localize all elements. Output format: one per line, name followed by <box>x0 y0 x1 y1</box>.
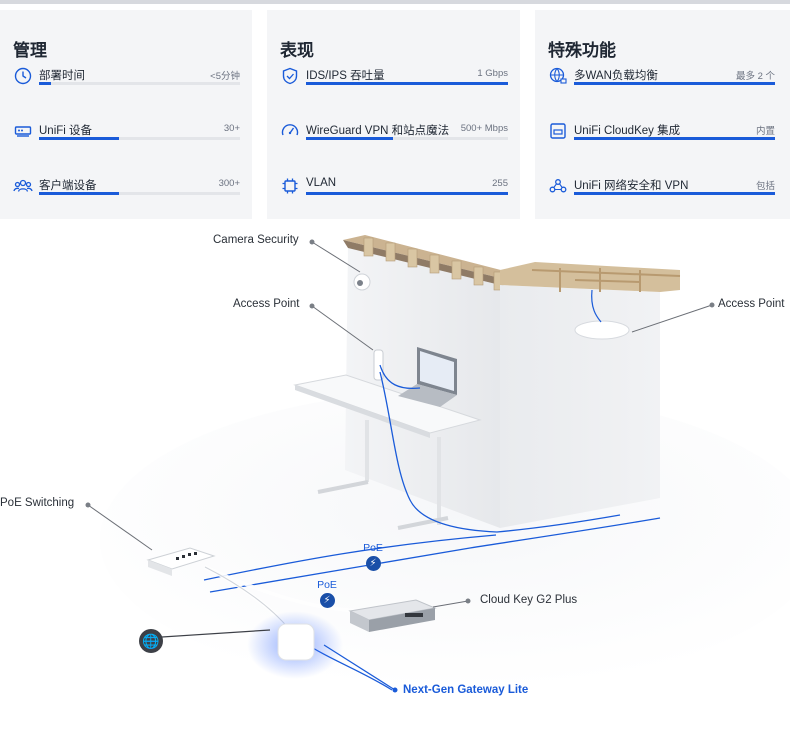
globe-network-icon <box>549 67 567 84</box>
spec-value: 内置 <box>755 126 775 137</box>
desk <box>293 374 482 530</box>
spec-bar <box>574 137 775 140</box>
spec-row: 客户端设备 300+ <box>13 176 240 202</box>
cloudkey-icon <box>550 123 566 139</box>
spec-label: 部署时间 <box>39 70 85 82</box>
label-camera-security: Camera Security <box>213 234 299 246</box>
spec-row: WireGuard VPN 和站点魔法 500+ Mbps <box>280 121 508 147</box>
label-access-point-left: Access Point <box>233 298 300 310</box>
spec-label: IDS/IPS 吞吐量 <box>306 70 385 82</box>
spec-row: VLAN 255 <box>280 176 508 202</box>
spec-bar <box>39 192 240 195</box>
poe-badge: PoE ⚡ <box>358 542 388 571</box>
internet-globe-icon: 🌐 <box>139 629 163 653</box>
panel-title: 表现 <box>280 41 314 60</box>
spec-row: 多WAN负载均衡 最多 2 个 <box>548 66 775 92</box>
laptop <box>398 347 457 407</box>
spec-label: 多WAN负载均衡 <box>574 70 658 82</box>
spec-value: 30+ <box>223 123 240 134</box>
label-poe-switching: PoE Switching <box>0 497 75 509</box>
top-border <box>0 0 790 4</box>
spec-value: 255 <box>492 178 508 189</box>
poe-switch <box>146 547 216 576</box>
spec-bar-fill <box>306 82 508 85</box>
device-icon <box>14 126 32 137</box>
spec-bar-fill <box>574 137 775 140</box>
label-cloud-key: Cloud Key G2 Plus <box>480 594 578 606</box>
spec-value: 500+ Mbps <box>460 123 508 134</box>
spec-bar-fill <box>574 82 775 85</box>
shield-icon <box>282 67 298 85</box>
clock-icon <box>14 67 32 85</box>
wall-access-point <box>373 349 384 381</box>
callout-leaders <box>87 241 713 608</box>
spec-bar <box>39 82 240 85</box>
spec-value: 300+ <box>218 178 240 189</box>
lightning-icon: ⚡ <box>319 593 335 608</box>
spec-bar <box>306 192 508 195</box>
spec-value: 1 Gbps <box>477 68 508 79</box>
spec-bar-fill <box>306 192 508 195</box>
spec-bar <box>574 82 775 85</box>
cloud-key-device <box>348 599 437 632</box>
gateway-device <box>277 623 315 661</box>
spec-label: WireGuard VPN 和站点魔法 <box>306 125 450 137</box>
spec-bar <box>306 82 508 85</box>
spec-bar <box>574 192 775 195</box>
spec-label: UniFi 网络安全和 VPN <box>574 180 689 192</box>
spec-bar-fill <box>39 192 120 195</box>
cabling <box>203 364 661 691</box>
poe-label: PoE <box>363 542 383 554</box>
spec-value: <5分钟 <box>210 71 240 82</box>
label-access-point-right: Access Point <box>718 298 785 310</box>
ceiling-access-point <box>574 320 630 340</box>
spec-label: UniFi 设备 <box>39 125 93 137</box>
right-wall <box>500 262 681 528</box>
spec-bar-fill <box>574 192 775 195</box>
poe-label: PoE <box>317 579 337 591</box>
spec-value: 包括 <box>755 181 775 192</box>
camera-device <box>353 273 371 291</box>
spec-label: 客户端设备 <box>39 180 97 192</box>
spec-bar <box>306 137 508 140</box>
panel-title: 特殊功能 <box>548 41 616 60</box>
spec-value: 最多 2 个 <box>735 71 775 82</box>
spec-bar <box>39 137 240 140</box>
poe-badge: PoE ⚡ <box>312 579 342 608</box>
spec-row: UniFi 设备 30+ <box>13 121 240 147</box>
spec-bar-fill <box>306 137 393 140</box>
spec-label: VLAN <box>306 177 337 189</box>
network-diagram: Camera Security Access Point Access Poin… <box>0 222 790 736</box>
chip-icon <box>282 178 298 194</box>
panel-title: 管理 <box>13 41 47 60</box>
panel-special-features: 特殊功能 多WAN负载均衡 最多 2 个 UniFi CloudKey 集成 内… <box>535 10 790 219</box>
lightning-icon: ⚡ <box>365 556 381 571</box>
gauge-icon <box>281 124 299 136</box>
spec-row: UniFi CloudKey 集成 内置 <box>548 121 775 147</box>
spec-row: UniFi 网络安全和 VPN 包括 <box>548 176 775 202</box>
spec-label: UniFi CloudKey 集成 <box>574 125 681 137</box>
spec-bar-fill <box>39 137 120 140</box>
users-icon <box>13 179 33 192</box>
scene-illustration <box>85 235 790 693</box>
spec-row: 部署时间 <5分钟 <box>13 66 240 92</box>
panel-management: 管理 部署时间 <5分钟 UniFi 设备 30+ 客户端设备 300+ <box>0 10 252 219</box>
panel-performance: 表现 IDS/IPS 吞吐量 1 Gbps WireGuard VPN 和站点魔… <box>267 10 520 219</box>
spec-row: IDS/IPS 吞吐量 1 Gbps <box>280 66 508 92</box>
label-gateway: Next-Gen Gateway Lite <box>403 684 529 696</box>
spec-bar-fill <box>39 82 52 85</box>
network-security-icon <box>549 179 567 193</box>
